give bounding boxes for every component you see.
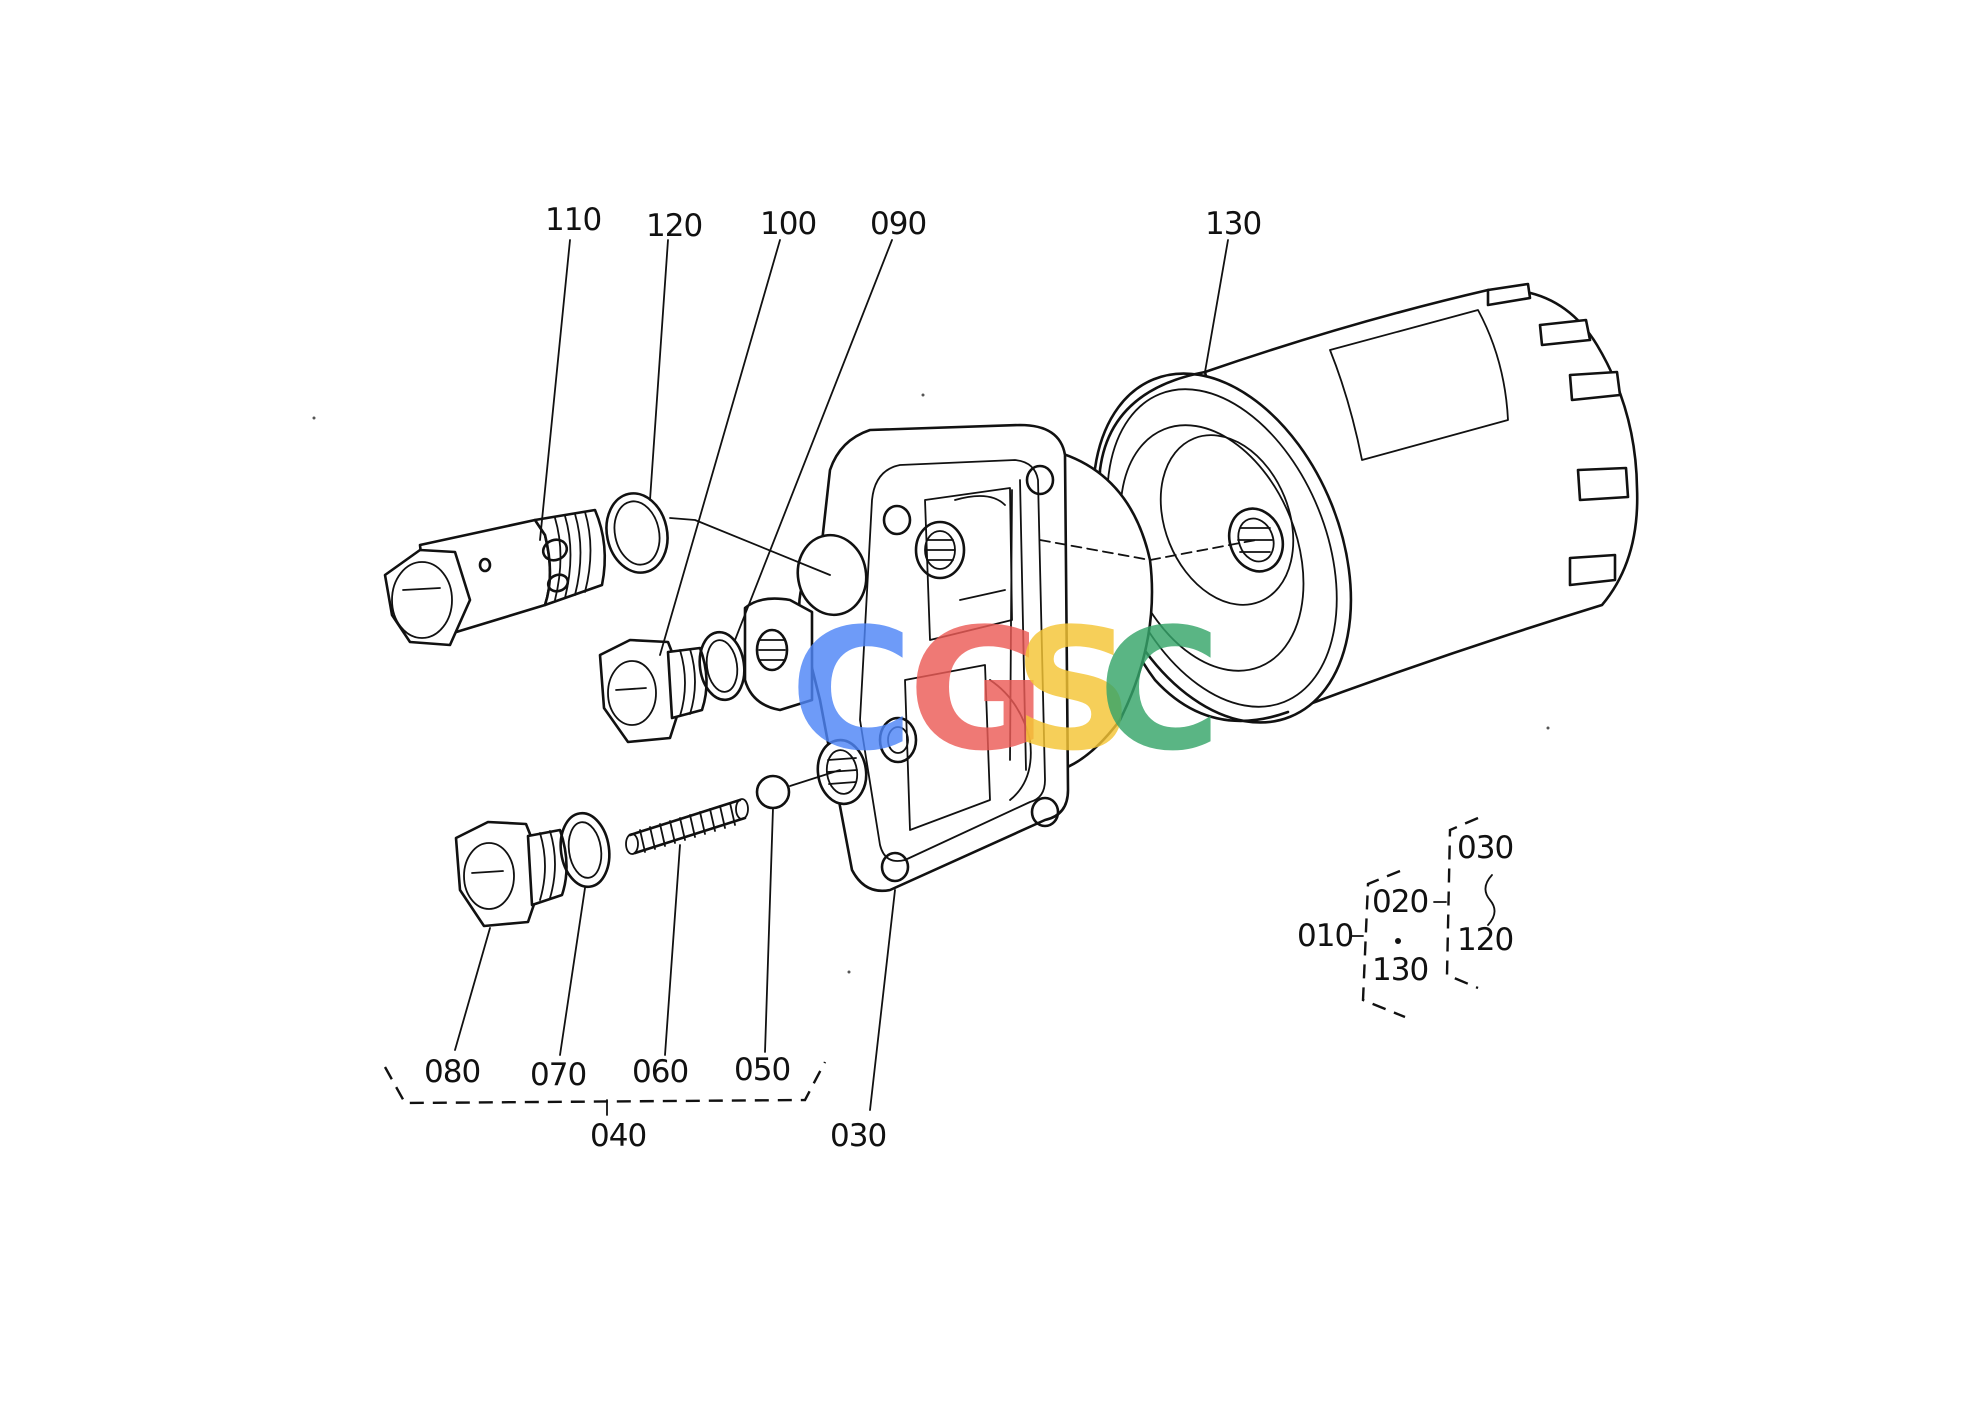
plug-080 <box>454 820 568 928</box>
cgsc-watermark: C G S C <box>790 592 1221 788</box>
washer-070 <box>559 811 611 889</box>
label-050: 050 <box>734 1052 790 1088</box>
tree-120: 120 <box>1457 922 1513 958</box>
label-130: 130 <box>1205 206 1261 242</box>
spring-060 <box>625 798 749 855</box>
plug-100 <box>598 638 708 744</box>
label-030: 030 <box>830 1118 886 1154</box>
label-090: 090 <box>870 206 926 242</box>
watermark-letter-s: S <box>1013 592 1134 788</box>
label-100: 100 <box>760 206 816 242</box>
part-labels: 110 120 100 090 130 080 070 060 050 040 … <box>424 202 1262 1154</box>
watermark-letter-c-2: C <box>1098 592 1221 788</box>
washer-090 <box>698 630 746 702</box>
ball-050 <box>755 774 791 810</box>
watermark-letter-g: G <box>908 592 1046 788</box>
label-060: 060 <box>632 1054 688 1090</box>
tree-030: 030 <box>1457 830 1513 866</box>
tree-130: 130 <box>1372 952 1428 988</box>
filter-head-flange <box>743 423 1154 893</box>
label-080: 080 <box>424 1054 480 1090</box>
assembly-tree: 010 020 130 030 120 <box>1297 816 1514 1019</box>
oil-filter-cartridge <box>1091 282 1639 724</box>
print-specks <box>312 393 1550 974</box>
tree-010: 010 <box>1297 918 1353 954</box>
tree-dot <box>1395 938 1401 944</box>
label-040: 040 <box>590 1118 646 1154</box>
tree-range-mark <box>1484 874 1496 926</box>
label-110: 110 <box>545 202 601 238</box>
assembly-center-lines <box>669 517 1257 787</box>
banjo-bolt-110 <box>383 508 607 647</box>
leader-lines <box>454 239 1229 1111</box>
watermark-letter-c: C <box>790 592 913 788</box>
label-070: 070 <box>530 1057 586 1093</box>
tree-020: 020 <box>1372 884 1428 920</box>
group-bracket-040 <box>383 1061 827 1116</box>
label-120: 120 <box>646 208 702 244</box>
copper-washer-120 <box>605 492 669 574</box>
